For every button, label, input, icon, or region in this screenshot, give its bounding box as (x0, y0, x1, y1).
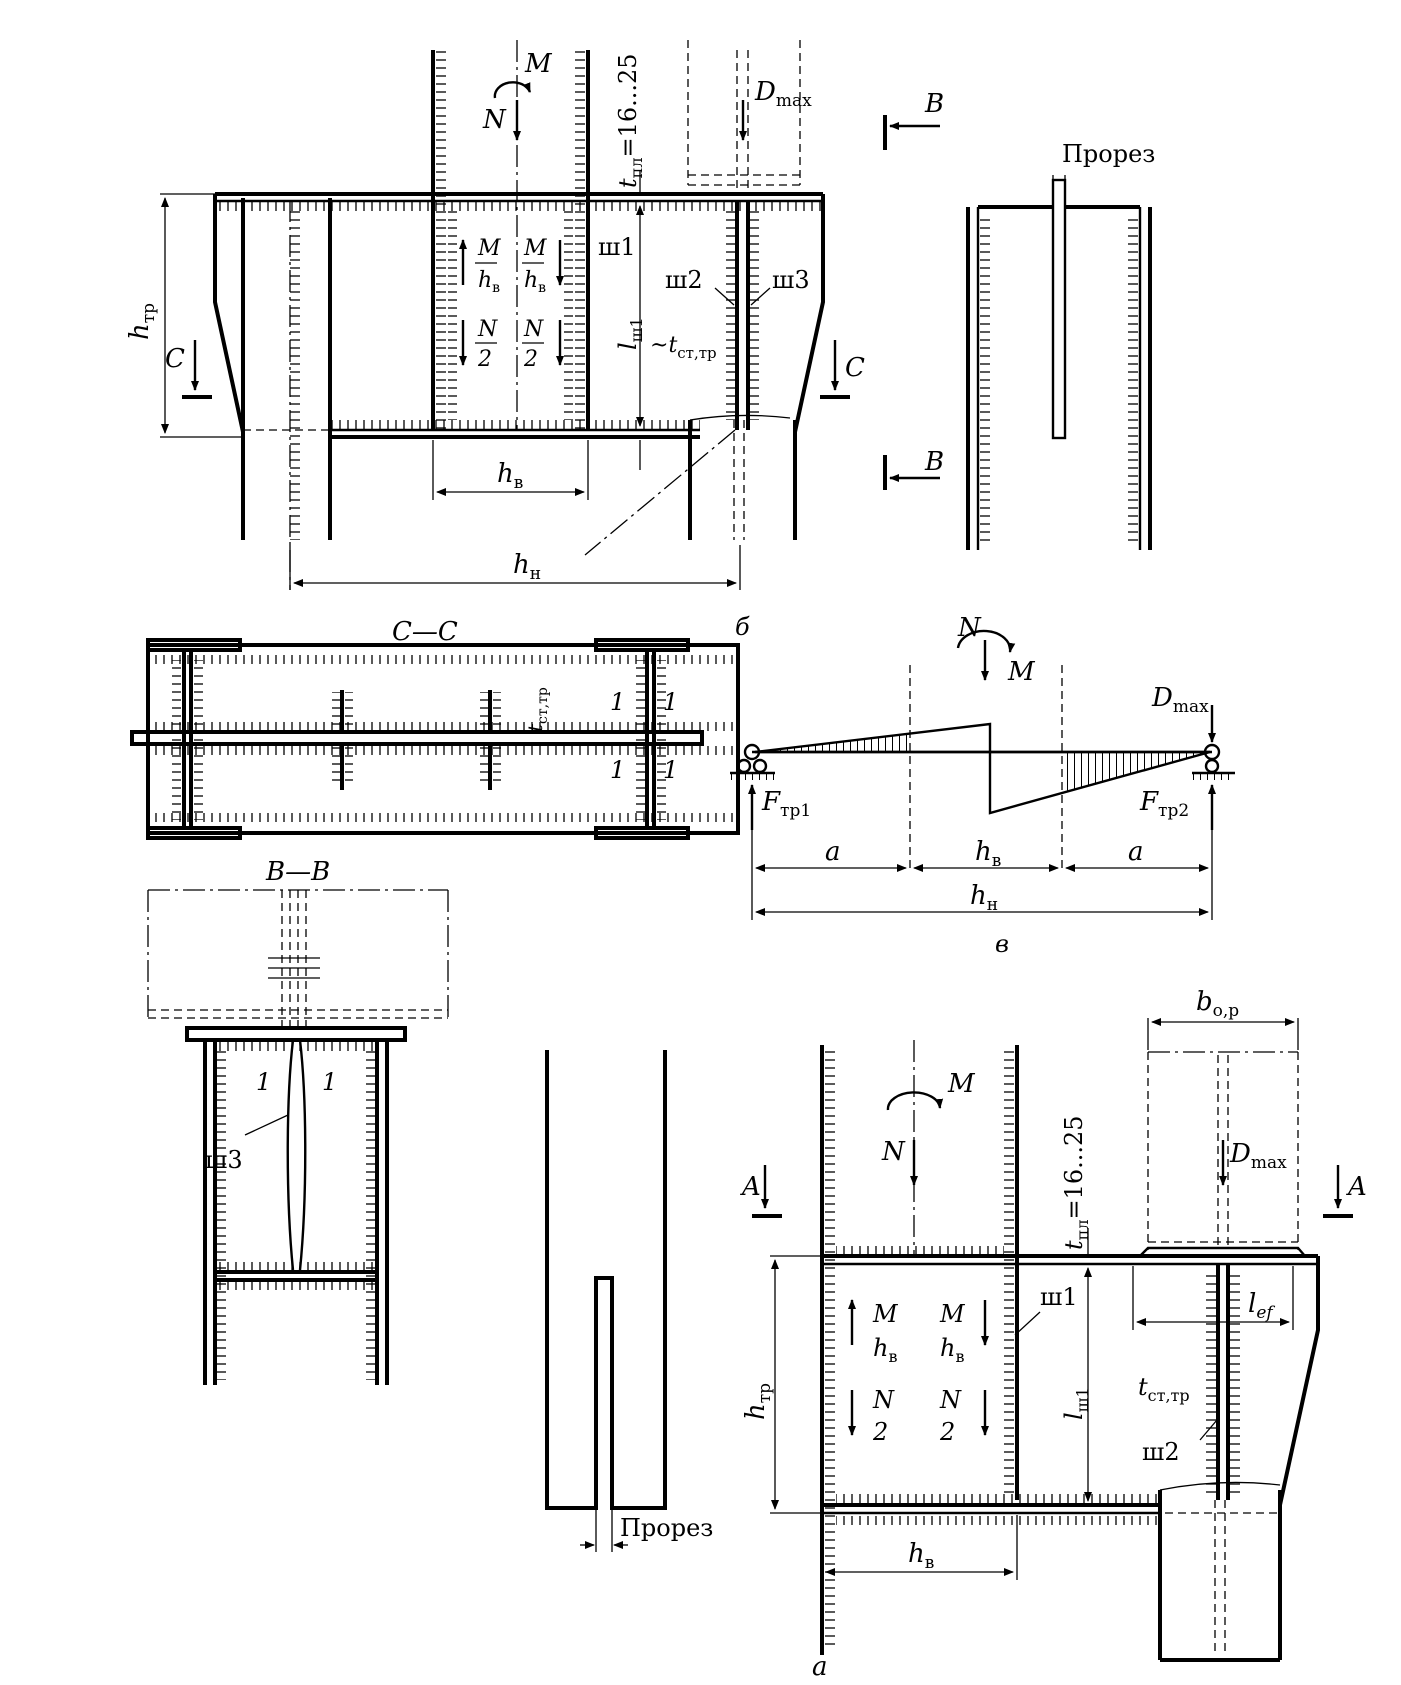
dim-h-v-v: hв (975, 837, 1001, 871)
weld-label-sh1-a: ш1 (1040, 1283, 1078, 1311)
dim-a-right: a (1128, 837, 1144, 867)
label-reaction-1: Fтр1 (761, 787, 811, 821)
label-reaction-2: Fтр2 (1139, 787, 1189, 821)
frac-m-right-den: hв (524, 268, 546, 296)
weld-label-sh3-bb: ш3 (205, 1146, 243, 1174)
view-label-a: a (812, 1652, 828, 1682)
dim-h-v-a: hв (908, 1539, 934, 1573)
label-axial-v: N (957, 613, 982, 643)
label-moment-b: M (524, 49, 553, 79)
label-web-thickness-b: ~tст,тр (650, 333, 717, 362)
weld-label-sh1-b: ш1 (598, 233, 636, 261)
frac-m-right-den-a: hв (940, 1334, 964, 1366)
dim-b-op: bo,p (1196, 987, 1239, 1021)
frac-n-right-num: N (523, 317, 544, 342)
view-a-elevation (752, 1018, 1353, 1662)
mark-1-bb-b: 1 (322, 1068, 337, 1096)
view-label-b-b: B—B (265, 857, 330, 887)
slot-plate-bottom (545, 1050, 667, 1552)
label-web-thickness-a: tст,тр (1138, 1373, 1190, 1405)
frac-n-right-den-a: 2 (939, 1418, 955, 1446)
frac-n-left-den: 2 (477, 347, 492, 372)
frac-n-right-den: 2 (523, 347, 538, 372)
section-b-b (147, 889, 449, 1385)
mark-1-cc-a: 1 (610, 688, 625, 716)
frac-m-left-den: hв (478, 268, 500, 296)
dim-h-tr-a: hтр (741, 1383, 775, 1420)
dim-t-plate-b: tпл=16...25 (614, 53, 646, 188)
view-label-b: б (735, 613, 750, 641)
mark-1-bb-a: 1 (256, 1068, 271, 1096)
weld-label-sh3-b: ш3 (772, 266, 810, 294)
section-mark-b-top: B (924, 89, 944, 119)
dim-t-web-c-c: tст,тр (523, 687, 551, 732)
mark-1-cc-d: 1 (663, 756, 678, 784)
weld-label-sh2-a: ш2 (1142, 1438, 1180, 1466)
dim-h-v-b: hв (497, 459, 523, 493)
dim-h-n-v: hн (970, 881, 998, 915)
section-mark-c-right: C (845, 353, 865, 383)
mark-1-cc-b: 1 (663, 688, 678, 716)
view-v-beam-scheme (730, 629, 1235, 920)
label-crane-load-a: Dmax (1229, 1139, 1287, 1173)
dim-a-left: a (825, 837, 841, 867)
section-mark-a-left: A (740, 1172, 761, 1202)
label-slot-a: Прорез (620, 1514, 713, 1542)
section-mark-b-bottom: B (924, 447, 944, 477)
dim-t-plate-a: tпл=16...25 (1060, 1115, 1092, 1250)
frac-n-left-num: N (477, 317, 498, 342)
frac-m-left-num-a: M (872, 1300, 899, 1328)
label-moment-v: M (1007, 657, 1036, 687)
label-crane-load-b: Dmax (754, 77, 812, 111)
frac-n-left-num-a: N (872, 1386, 895, 1414)
label-moment-a: M (947, 1069, 976, 1099)
frac-m-right-num: M (523, 236, 547, 261)
section-c-c (130, 638, 740, 840)
frac-m-right-num-a: M (939, 1300, 966, 1328)
frac-n-left-den-a: 2 (872, 1418, 888, 1446)
section-mark-c-left: C (165, 344, 185, 374)
dim-l-ef: lef (1248, 1289, 1275, 1323)
frac-m-left-num: M (477, 236, 501, 261)
dim-l-sh1-b: lш1 (614, 317, 646, 350)
mark-1-cc-c: 1 (610, 756, 625, 784)
slot-plate-top (966, 175, 1152, 550)
weld-label-sh2-b: ш2 (665, 266, 703, 294)
label-slot-b: Прорез (1062, 140, 1155, 168)
dim-h-tr-b: hтр (125, 303, 159, 340)
dim-l-sh1-a: lш1 (1060, 1387, 1092, 1420)
view-label-c-c: C—C (392, 617, 458, 647)
label-axial-a: N (881, 1137, 906, 1167)
view-b-elevation (160, 40, 940, 590)
section-mark-a-right: A (1346, 1172, 1367, 1202)
frac-m-left-den-a: hв (873, 1334, 897, 1366)
dim-h-n-b: hн (513, 550, 541, 584)
frac-n-right-num-a: N (939, 1386, 962, 1414)
view-label-v: в (995, 930, 1009, 958)
label-crane-load-v: Dmax (1151, 683, 1209, 717)
label-axial-b: N (482, 105, 507, 135)
